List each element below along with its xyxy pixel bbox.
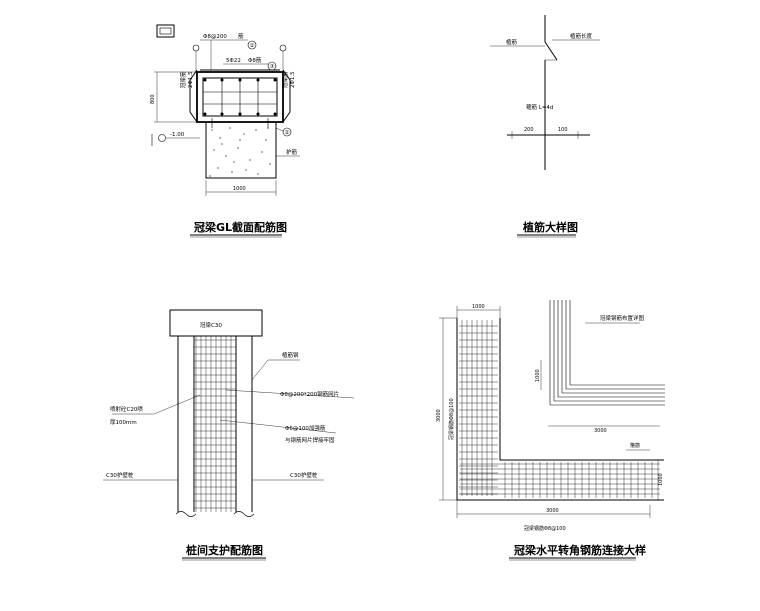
callout-circle	[267, 61, 277, 71]
anchor-title: 植筋大样图	[522, 220, 578, 234]
callout-1: ①	[250, 43, 255, 49]
height-dim: 800	[150, 94, 156, 104]
corner-note: 冠梁钢筋布置详图	[600, 314, 645, 322]
rebar-mesh	[194, 336, 236, 512]
left-top2-label: 厚100mm	[110, 419, 137, 426]
left-bars1-label: 冠梁筋	[179, 71, 187, 88]
legend-box-inner	[159, 27, 172, 35]
callout-circle	[282, 127, 292, 137]
anchor-top-right: 植筋长度	[570, 32, 593, 40]
left-top1-label: 喷射砼C20喷	[110, 405, 143, 413]
corner-outline-outer	[456, 318, 664, 501]
corner-horizontal-bars	[460, 462, 660, 498]
corner-panel: 1000 3000 冠梁钢筋Φ8@100 3000 冠梁钢筋Φ8@100 100…	[436, 300, 665, 561]
bar-label: Φ6@100加强筋	[285, 424, 326, 432]
right-bars2-label: 2Φ1.5	[290, 71, 296, 88]
side-bar-left	[189, 69, 198, 123]
top-bars-label: Φ8@200	[203, 34, 227, 40]
width-dim: 1000	[233, 186, 246, 192]
right-pile-label: C30护壁桩	[290, 471, 318, 479]
left-bars2-label: 2Φ1.5	[188, 71, 194, 88]
right-bars1-label: 冠梁筋	[281, 71, 289, 88]
legend-box	[156, 24, 175, 38]
anchor-dim-right: 100	[558, 127, 568, 133]
corner-inner-dim: 1000	[535, 369, 541, 382]
rebar-dots	[203, 78, 277, 116]
corner-side-dim: 3000	[436, 409, 442, 422]
corner-inset-bars	[549, 300, 665, 406]
left-pile-label: C30护壁桩	[106, 471, 134, 479]
corner-bottom-label: 冠梁钢筋Φ8@100	[524, 525, 566, 532]
anchor-bend	[544, 41, 558, 61]
pile-body	[205, 121, 277, 179]
corner-outline-inner	[499, 318, 664, 461]
section-panel: 800 Φ8@200 筋 ① 5Φ22 Φ8筋 ③ 冠梁筋 2Φ1.5 冠梁筋 …	[150, 24, 300, 238]
anchor-dim-left: 200	[524, 127, 534, 133]
pile-hatch	[209, 127, 271, 177]
leader	[153, 394, 201, 415]
pile-wall-panel: 冠梁C30 植筋钢 Φ8@200*200钢筋网片 Φ6@100加强筋 与钢筋网片…	[103, 309, 355, 561]
leader	[275, 127, 284, 132]
pile-label: 护筋	[286, 148, 298, 156]
elev-label: -1.00	[170, 132, 185, 138]
corner-right-label: 箍筋	[630, 442, 640, 449]
pile-break-left	[175, 511, 197, 517]
corner-inner-dim2: 3000	[594, 428, 607, 434]
anchor-formula: 箍筋 L=4d	[526, 103, 553, 111]
bar2-label: 与钢筋网片焊接牢固	[285, 436, 335, 444]
anchor-panel: 植筋 植筋长度 箍筋 L=4d 200 100 植筋大样图	[490, 15, 600, 238]
pile-wall-title: 桩间支护配筋图	[186, 543, 263, 557]
side-bar-right	[282, 69, 291, 123]
callout-circle	[247, 40, 257, 50]
section-title: 冠梁GL截面配筋图	[194, 220, 287, 234]
leader	[219, 419, 337, 434]
leader	[251, 359, 269, 381]
anchor-top-left: 植筋	[506, 38, 518, 46]
cap-label: 冠梁C30	[200, 321, 222, 329]
corner-bottom-dim: 3000	[546, 508, 559, 514]
callout-2: ②	[285, 129, 290, 136]
corner-right-dim: 1000	[658, 473, 664, 486]
corner-vertical-bars	[459, 320, 498, 496]
corner-title: 冠梁水平转角钢筋连接大样	[514, 543, 646, 557]
corner-top-dim: 1000	[472, 304, 485, 310]
left-marker	[192, 44, 200, 52]
right-top-label: 植筋钢	[282, 351, 299, 359]
pile-break-right	[233, 511, 255, 517]
mesh-label: Φ8@200*200钢筋网片	[280, 390, 339, 398]
elev-marker	[158, 134, 166, 142]
corner-vert-label: 冠梁钢筋Φ8@100	[448, 398, 455, 440]
mid-bars2-label: Φ8筋	[248, 56, 262, 64]
top-mark-label: 筋	[238, 32, 244, 40]
callout-3: ③	[270, 64, 275, 70]
mid-bars-label: 5Φ22	[226, 58, 241, 64]
right-marker	[279, 44, 287, 52]
leader	[225, 389, 355, 399]
